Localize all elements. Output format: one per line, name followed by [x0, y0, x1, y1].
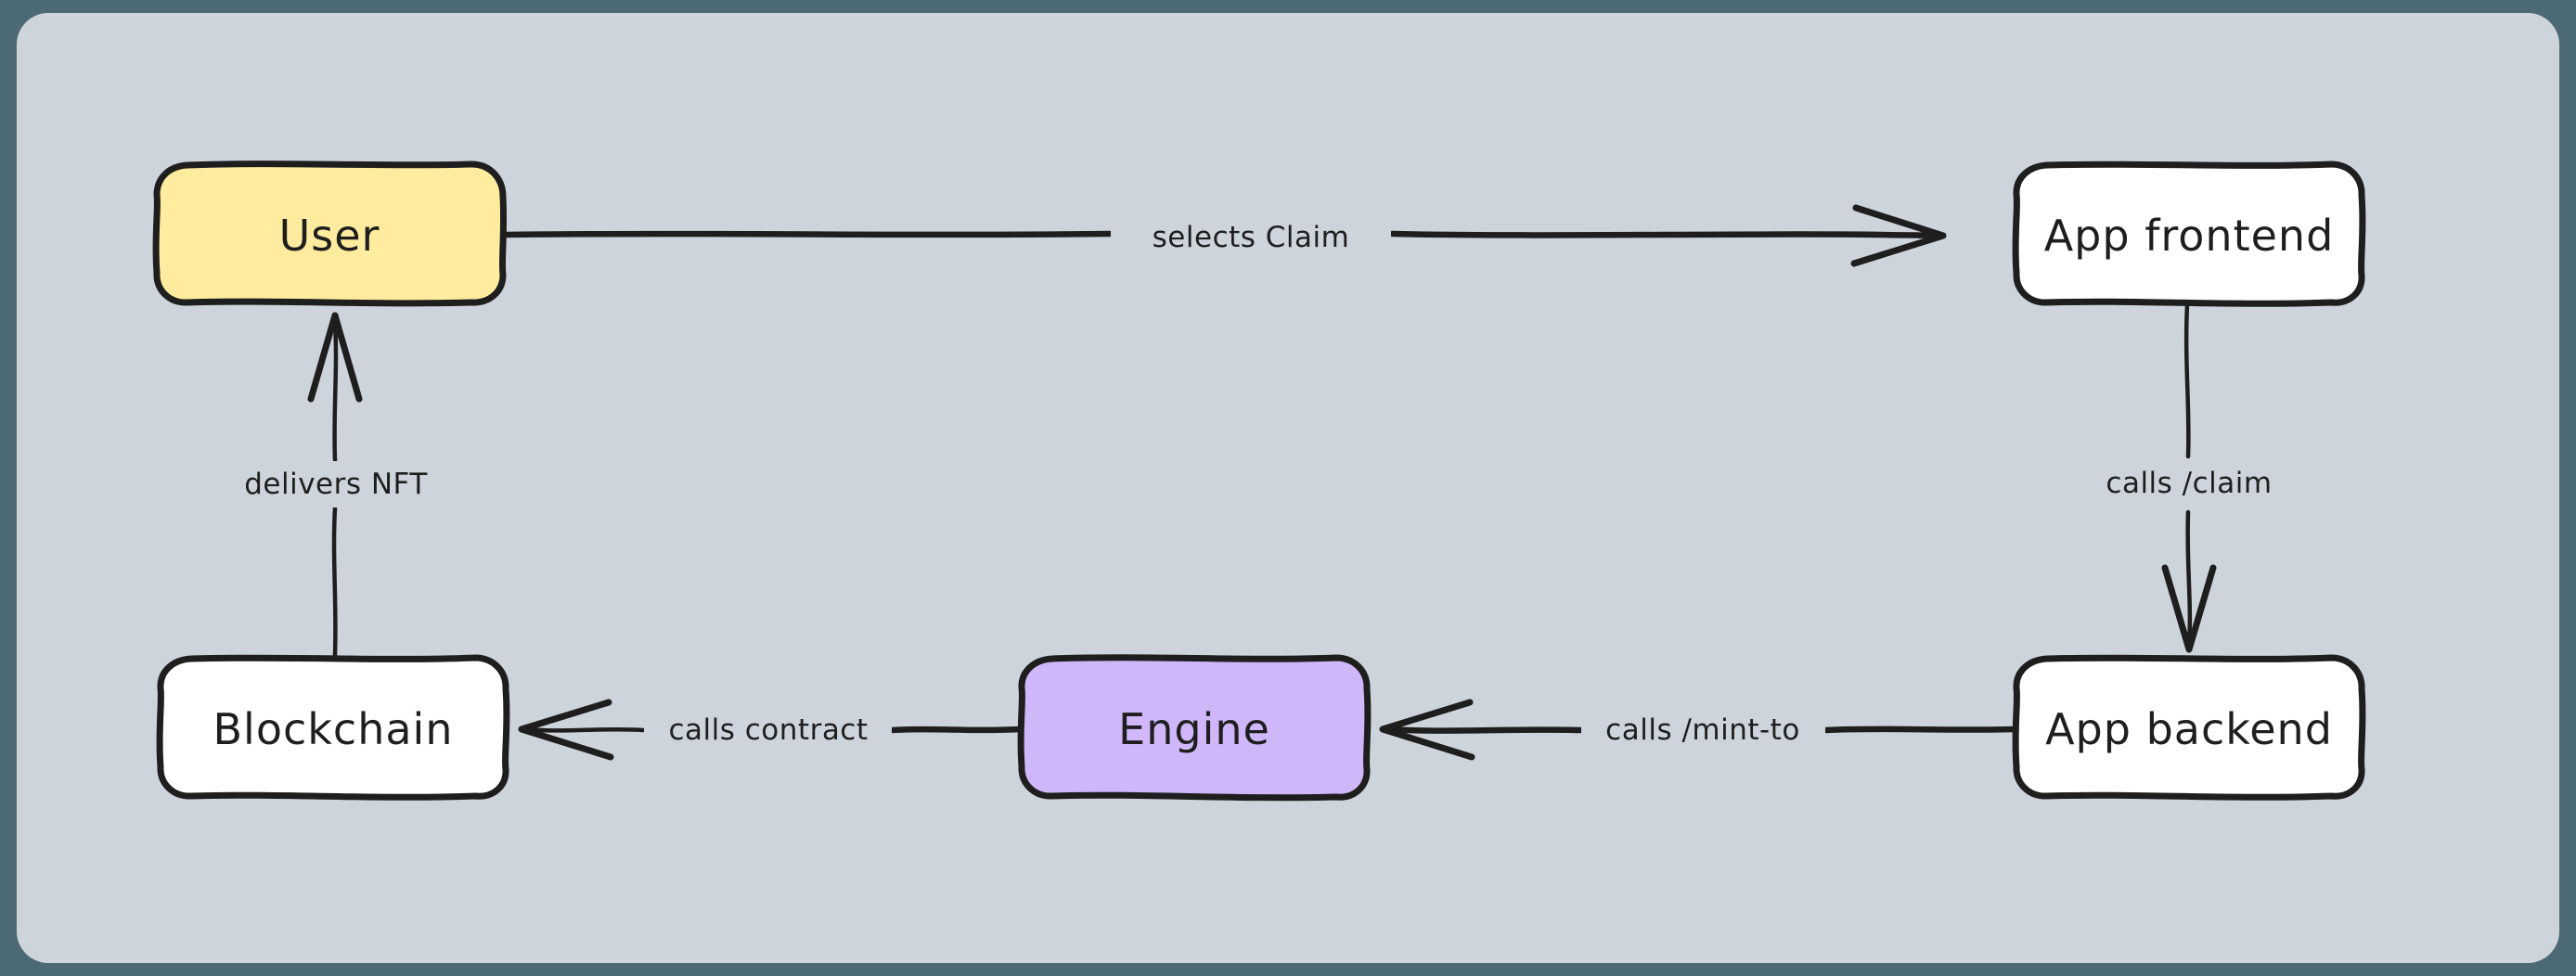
arrowhead-left-blockchain — [518, 699, 614, 761]
edge-label-selects-claim: selects Claim — [1153, 221, 1350, 254]
edge-line-selects-claim-2 — [1388, 230, 1945, 239]
node-app-backend-shape[interactable] — [2012, 654, 2366, 801]
node-blockchain-shape[interactable] — [156, 654, 510, 801]
edge-backend-to-engine: calls /mint-to — [1379, 699, 2017, 761]
edge-label-calls-mint-to: calls /mint-to — [1605, 713, 1800, 747]
edge-line-selects-claim — [501, 230, 1114, 238]
node-app-backend-label: App backend — [2045, 704, 2333, 754]
edge-line-delivers-nft-top — [332, 318, 339, 463]
edge-line-calls-claim-top — [2183, 302, 2191, 459]
node-engine-label: Engine — [1118, 704, 1270, 754]
arrowhead-right-frontend — [1850, 204, 1947, 267]
node-app-frontend-label: App frontend — [2044, 211, 2335, 261]
node-app-frontend[interactable]: App frontend — [2012, 161, 2366, 307]
edge-label-bg-calls-claim — [2071, 460, 2309, 507]
edge-label-calls-claim: calls /claim — [2106, 467, 2272, 500]
node-app-frontend-shape[interactable] — [2012, 161, 2366, 307]
node-engine-shape[interactable] — [1017, 654, 1372, 802]
edge-label-delivers-nft: delivers NFT — [244, 468, 428, 501]
node-user-label: User — [279, 211, 380, 261]
edge-label-bg-calls-contract — [644, 707, 892, 753]
edge-user-to-frontend: selects Claim — [501, 204, 1947, 267]
edge-line-calls-mint-to-left — [1385, 726, 1584, 734]
node-user-shape[interactable] — [152, 161, 508, 307]
edge-label-bg-calls-mint-to — [1581, 707, 1825, 753]
arrowhead-down-backend — [2161, 564, 2217, 653]
arrowhead-left-engine — [1379, 699, 1475, 761]
edge-blockchain-to-user: delivers NFT — [212, 312, 460, 658]
edge-line-calls-mint-to-right — [1823, 726, 2017, 734]
node-blockchain-label: Blockchain — [213, 704, 454, 754]
edge-line-calls-contract-left — [524, 726, 646, 733]
edge-label-bg-selects-claim — [1111, 212, 1391, 258]
arrowhead-up-user — [307, 312, 363, 403]
node-user[interactable]: User — [152, 161, 508, 307]
node-engine[interactable]: Engine — [1017, 654, 1372, 802]
edge-label-calls-contract: calls contract — [668, 713, 868, 747]
node-app-backend[interactable]: App backend — [2012, 654, 2366, 801]
edge-line-calls-claim-bottom — [2185, 509, 2193, 647]
node-blockchain[interactable]: Blockchain — [156, 654, 510, 801]
edge-engine-to-blockchain: calls contract — [518, 699, 1023, 761]
edge-line-delivers-nft-bottom — [331, 506, 338, 658]
edge-line-calls-contract-right — [889, 726, 1023, 734]
edge-frontend-to-backend: calls /claim — [2071, 302, 2309, 653]
edge-label-bg-delivers-nft — [212, 461, 460, 507]
